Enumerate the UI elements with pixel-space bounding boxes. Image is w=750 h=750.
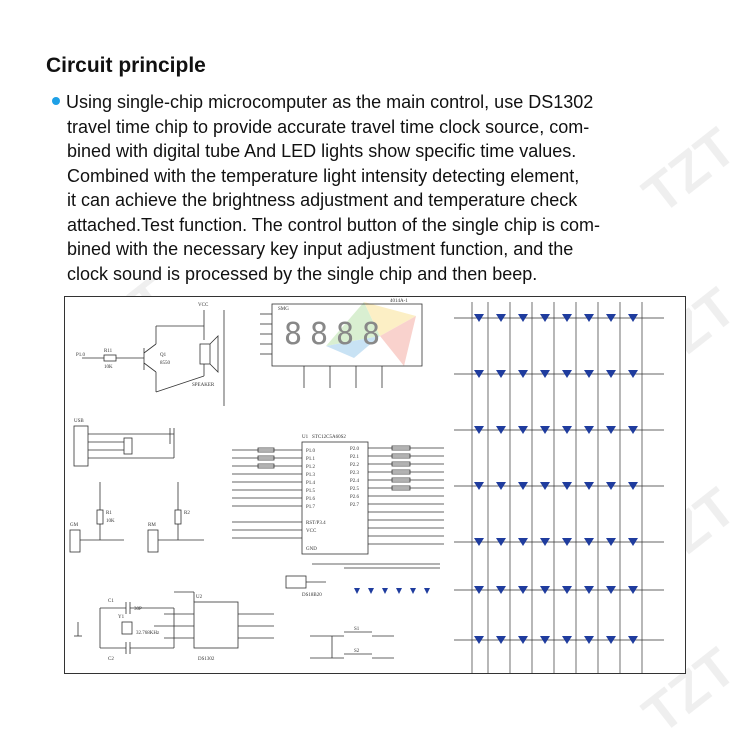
pin-p13: P1.3 <box>306 473 316 478</box>
pin-p22: P2.2 <box>350 463 360 468</box>
r11-label: R11 <box>104 349 113 354</box>
r2-label: R2 <box>184 511 190 516</box>
pin-p26: P2.6 <box>350 495 360 500</box>
text-line: Combined with the temperature light inte… <box>67 165 580 186</box>
c-value: 30P <box>134 607 142 612</box>
text-line: bined with digital tube And LED lights s… <box>67 141 577 161</box>
text-line: it can achieve the brightness adjustment… <box>67 190 578 210</box>
svg-text:8: 8 <box>284 317 302 352</box>
r-value: 10K <box>106 519 115 524</box>
u2-part-label: DS1302 <box>198 657 215 662</box>
p-gnd-label: GND <box>306 547 317 552</box>
y1-value: 32.768KHz <box>136 631 160 636</box>
q1-label: Q1 <box>160 353 167 358</box>
pin-p11: P1.1 <box>306 457 316 462</box>
led-row-middle <box>354 588 430 594</box>
c2-label: C2 <box>108 657 114 662</box>
r1-label: R1 <box>106 511 112 516</box>
pin-p20: P2.0 <box>350 447 360 452</box>
q1-part-label: 8550 <box>160 361 171 366</box>
led-matrix <box>454 302 664 674</box>
p10-label: P1.0 <box>76 353 86 358</box>
text-line: attached.Test function. The control butt… <box>67 214 600 235</box>
pin-p27: P2.7 <box>350 503 360 508</box>
pin-p10: P1.0 <box>306 449 316 454</box>
sensor-label: DS18B20 <box>302 593 322 598</box>
svg-text:8: 8 <box>336 317 354 352</box>
rm-label: RM <box>148 523 156 528</box>
rst-pin-label: RST/P3.4 <box>306 521 326 526</box>
u2-label: U2 <box>196 595 203 600</box>
vcc-label: VCC <box>198 303 209 308</box>
gm-label: GM <box>70 523 79 528</box>
pin-p16: P1.6 <box>306 497 316 502</box>
smg-part-label: 4014A-1 <box>390 299 408 304</box>
u1-part-label: STC12C5A60S2 <box>312 435 346 440</box>
svg-text:8: 8 <box>310 317 328 352</box>
pin-p25: P2.5 <box>350 487 360 492</box>
text-line: Using single-chip microcomputer as the m… <box>52 90 682 115</box>
smg-label: SMG <box>278 307 289 312</box>
text-line-content: Using single-chip microcomputer as the m… <box>66 92 594 112</box>
c1-label: C1 <box>108 599 114 604</box>
pin-p23: P2.3 <box>350 471 360 476</box>
u1-label: U1 <box>302 435 309 440</box>
pin-p24: P2.4 <box>350 479 360 484</box>
text-line: bined with the necessary key input adjus… <box>67 239 574 259</box>
y1-label: Y1 <box>118 615 125 620</box>
pin-p21: P2.1 <box>350 455 360 460</box>
p-vcc-label: VCC <box>306 529 317 534</box>
svg-text:8: 8 <box>362 317 380 352</box>
body-paragraph: Using single-chip microcomputer as the m… <box>52 90 682 286</box>
pin-p15: P1.5 <box>306 489 316 494</box>
bullet-dot-icon <box>52 97 60 106</box>
led-matrix-diodes <box>474 314 638 644</box>
logo-watermark <box>326 302 416 366</box>
r11-value: 10K <box>104 365 113 370</box>
pin-p12: P1.2 <box>306 465 316 470</box>
pin-p14: P1.4 <box>306 481 316 486</box>
usb-label: USB <box>74 419 84 424</box>
page-title: Circuit principle <box>46 54 206 77</box>
text-line: clock sound is processed by the single c… <box>67 263 538 284</box>
s1-label: S1 <box>354 627 360 632</box>
schematic-labels: VCC SPEAKER Q1 8550 R11 10K P1.0 USB SMG… <box>70 299 408 662</box>
speaker-label: SPEAKER <box>192 383 215 388</box>
pin-p17: P1.7 <box>306 505 316 510</box>
text-line: travel time chip to provide accurate tra… <box>67 116 590 137</box>
s2-label: S2 <box>354 649 360 654</box>
